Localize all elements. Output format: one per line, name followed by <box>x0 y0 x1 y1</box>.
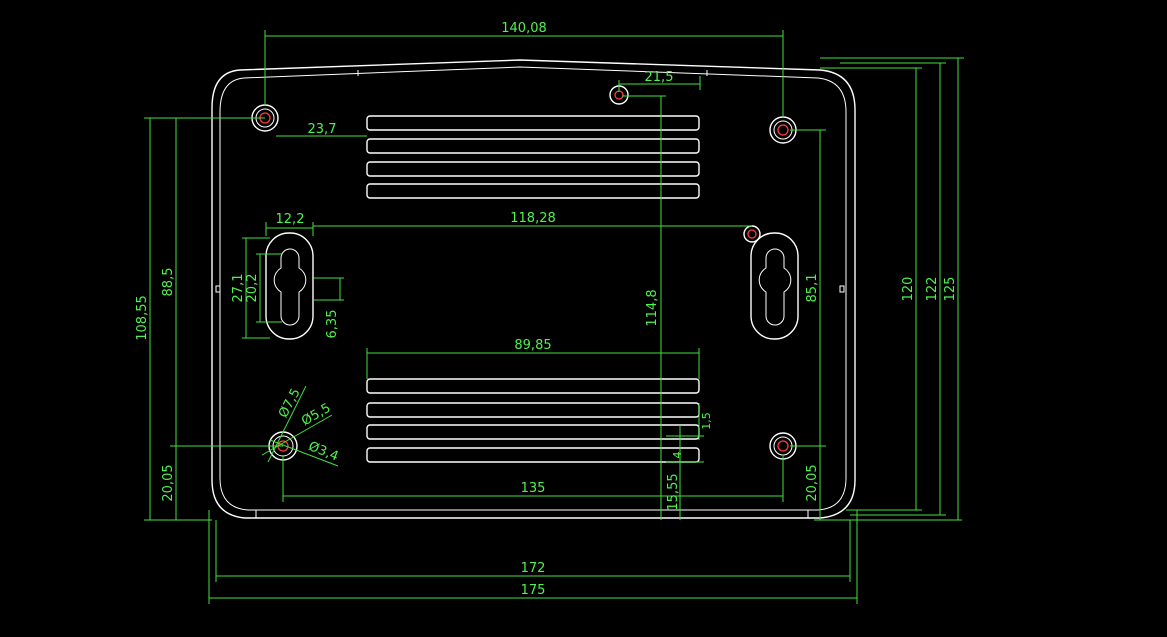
dim-bottom-left-height: 20,05 <box>161 464 176 501</box>
dim-slot-neck: 6,35 <box>325 310 340 339</box>
dim-bottom-right-height: 20,05 <box>805 464 820 501</box>
dim-slot-width: 12,2 <box>276 212 305 227</box>
dim-height-122: 122 <box>925 277 940 302</box>
dim-bottom-offset-center: 15,55 <box>666 473 681 510</box>
vent-slots-bottom <box>366 378 700 463</box>
keyhole-slot-right <box>750 232 799 340</box>
dim-boss-offset: 21,5 <box>645 70 674 85</box>
dim-slot-spacing: 118,28 <box>510 211 556 226</box>
dim-vent-bar: 4 <box>671 452 684 459</box>
dim-height-120: 120 <box>901 277 916 302</box>
dim-height-left-inner: 88,5 <box>161 268 176 297</box>
dim-height-left-outer: 108,55 <box>135 295 150 341</box>
dim-center-height: 114,8 <box>645 289 660 326</box>
dim-dia-mid: Ø5,5 <box>299 401 333 429</box>
vent-slots-top <box>366 115 700 199</box>
dim-width-175: 175 <box>521 583 546 598</box>
dim-vent-offset: 23,7 <box>308 122 337 137</box>
dim-right-height: 85,1 <box>805 274 820 303</box>
keyhole-slot-left <box>265 232 314 340</box>
dim-width-top: 140,08 <box>501 21 547 36</box>
dim-width-172: 172 <box>521 561 546 576</box>
dim-vent-width: 89,85 <box>514 338 551 353</box>
dim-hole-spacing: 135 <box>521 481 546 496</box>
dim-slot-height-inner: 20,2 <box>245 274 260 303</box>
dimension-lines <box>144 30 964 604</box>
screw-boss-mid-right <box>743 225 761 243</box>
dim-height-125: 125 <box>943 277 958 302</box>
dim-slot-height-outer: 27,1 <box>231 274 246 303</box>
dim-vent-gap: 1,5 <box>700 412 713 430</box>
